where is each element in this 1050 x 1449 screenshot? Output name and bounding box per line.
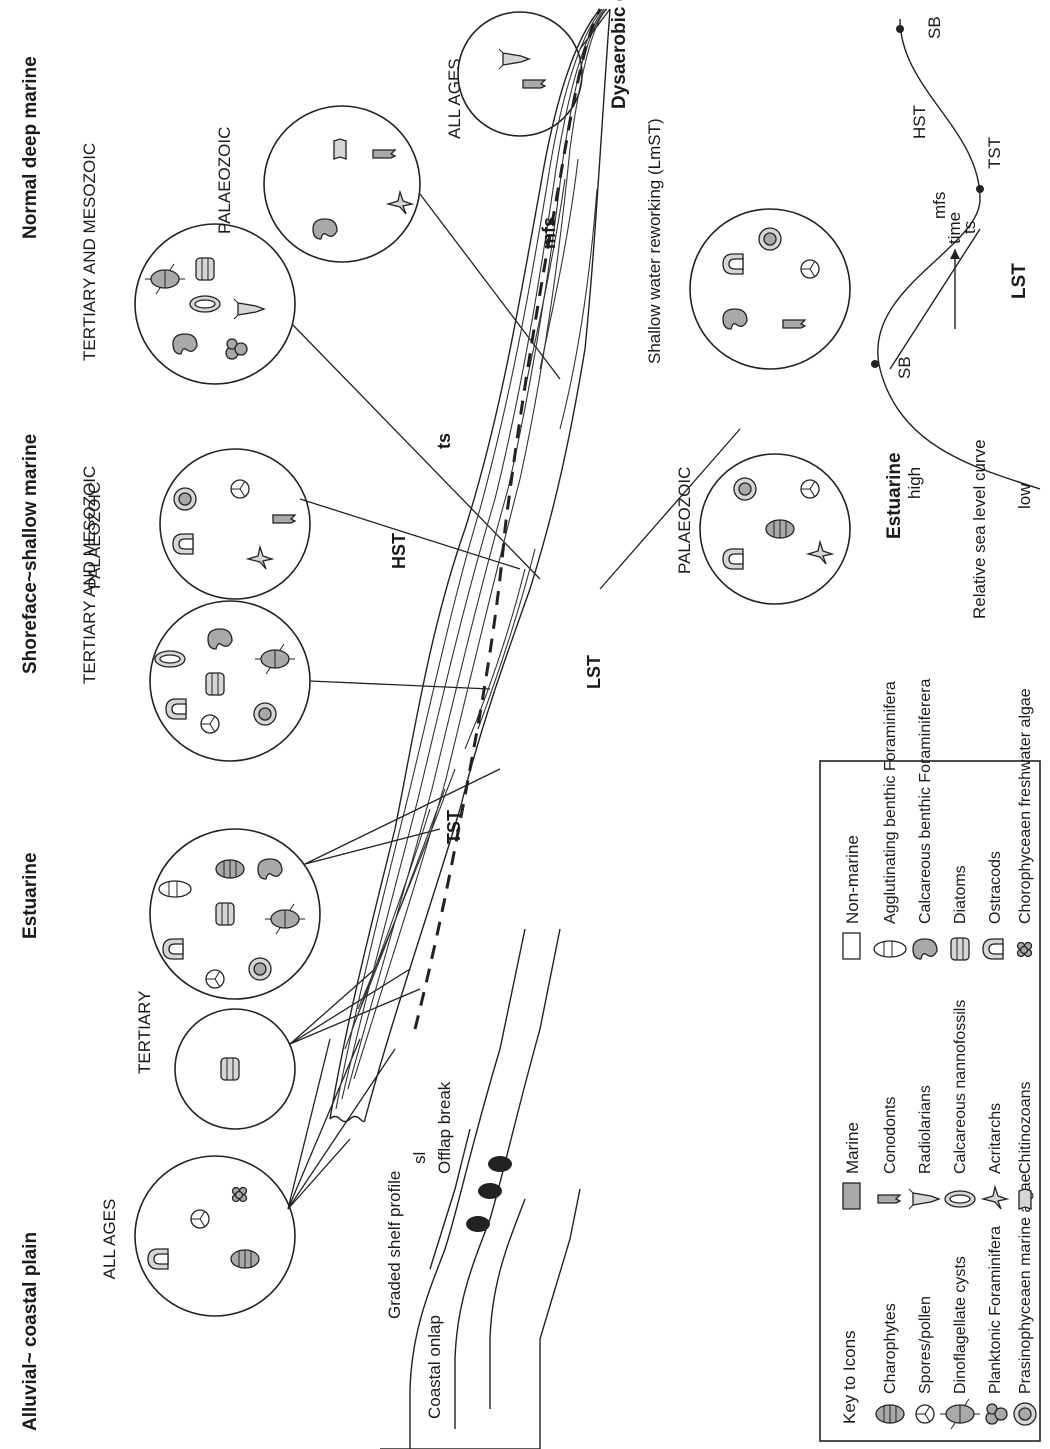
env-label-estuarine: Estuarine xyxy=(20,852,41,939)
sea-level-low: low xyxy=(1015,483,1034,509)
label-hst: HST xyxy=(389,533,409,569)
sea-level-caption: Relative sea level curve xyxy=(970,439,989,619)
env-label-normal-deep: Normal deep marine xyxy=(20,56,41,239)
sea-level-high: high xyxy=(905,467,924,499)
key-item: Charophytes xyxy=(882,1303,899,1394)
circle-label: ALL AGES xyxy=(100,1199,119,1280)
circle-tertiary-mesozoic-3: TERTIARY AND MESOZOIC xyxy=(80,143,295,384)
inset-coastal-onlap: Coastal onlap xyxy=(425,1315,444,1419)
key-box: Key to Icons Marine Non-marine Charophyt… xyxy=(820,678,1040,1441)
sea-level-ts: ts xyxy=(960,221,979,234)
key-item: Spores/pollen xyxy=(917,1296,934,1394)
inset-sl: sl xyxy=(410,1152,429,1164)
key-non-marine: Non-marine xyxy=(843,835,862,924)
circle-label: TERTIARY xyxy=(135,991,154,1074)
sea-level-sb-1: SB xyxy=(895,356,914,379)
env-label-estuarine-lower: Estuarine xyxy=(884,452,905,539)
label-tst: TST xyxy=(444,810,464,844)
key-item: Ostracods xyxy=(987,851,1004,924)
circle-palaeozoic-3: PALAEOZOIC xyxy=(675,454,850,604)
circle-palaeozoic-1: PALAEOZOIC xyxy=(85,449,310,599)
circle-shallow-reworking: Shallow water reworking (LmST) xyxy=(645,118,850,369)
sea-level-lst: LST xyxy=(1009,263,1030,299)
sea-level-tst: TST xyxy=(985,137,1004,169)
circle-label: Shallow water reworking (LmST) xyxy=(645,118,664,364)
circle-tertiary-mesozoic-1 xyxy=(150,829,320,999)
key-item: Diatoms xyxy=(952,865,969,924)
circle-all-ages-1: ALL AGES xyxy=(100,1156,295,1316)
key-item: Calcareous benthic Foraminiferera xyxy=(917,678,934,924)
label-ts: ts xyxy=(434,433,454,449)
label-lst: LST xyxy=(584,655,604,689)
key-item: Calcareous nannofossils xyxy=(952,1000,969,1174)
key-item: Conodonts xyxy=(882,1097,899,1174)
key-item: Dinoflagellate cysts xyxy=(952,1256,969,1394)
label-mfs: mfs xyxy=(539,217,559,249)
circle-tertiary: TERTIARY xyxy=(135,991,295,1129)
key-item: Acritarchs xyxy=(987,1103,1004,1174)
sea-level-sb-2: SB xyxy=(925,16,944,39)
circle-label: TERTIARY AND MESOZOIC xyxy=(80,143,99,361)
env-label-alluvial: Alluvial~ coastal plain xyxy=(20,1232,41,1431)
sea-level-hst: HST xyxy=(910,105,929,139)
circle-label: PALAEOZOIC xyxy=(675,467,694,574)
key-item: Agglutinating benthic Foraminifera xyxy=(882,681,899,924)
inset-graded-shelf: Graded shelf profile xyxy=(385,1171,404,1319)
circle-label: PALAEOZOIC xyxy=(215,127,234,234)
key-title: Key to Icons xyxy=(840,1330,859,1424)
key-item: Planktonic Foraminifera xyxy=(987,1226,1004,1394)
inset-offlap-profile xyxy=(380,929,580,1449)
sea-level-mfs: mfs xyxy=(930,192,949,219)
key-item: Chitinozoans xyxy=(1017,1082,1034,1175)
sea-level-curve xyxy=(871,19,1040,489)
key-marine: Marine xyxy=(843,1122,862,1174)
key-item: Chorophyceaen freshwater algae xyxy=(1017,688,1034,924)
env-label-shoreface: Shoreface~shallow marine xyxy=(20,434,41,674)
circle-all-ages-2: ALL AGES xyxy=(445,12,582,139)
key-item: Radiolarians xyxy=(917,1085,934,1174)
env-label-dysaerobic: Dysaerobic deep marine xyxy=(609,0,630,109)
circle-label: PALAEOZOIC xyxy=(85,482,104,589)
inset-offlap-break: Offlap break xyxy=(435,1081,454,1174)
